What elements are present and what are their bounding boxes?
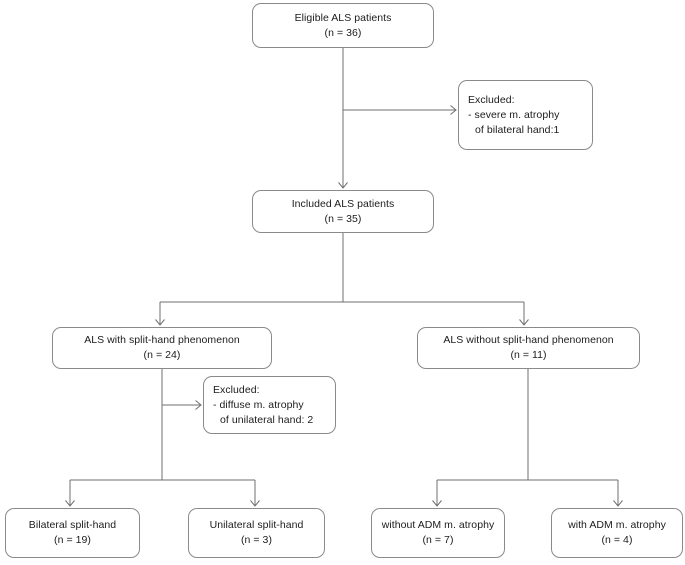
eligible-als-patients-box-line-1: (n = 36) — [324, 26, 362, 39]
als-without-split-hand-box-line-1: (n = 11) — [510, 349, 547, 361]
bilateral-split-hand-box-line-0: Bilateral split-hand — [28, 519, 117, 531]
edge-eligible-to-included-arrowhead-icon — [338, 182, 348, 189]
als-without-split-hand-box[interactable]: ALS without split-hand phenomenon (n = 11… — [417, 327, 640, 369]
eligible-als-patients-box[interactable]: Eligible ALS patients (n = 36) — [252, 3, 434, 48]
edge-to-without-split-hand — [519, 302, 529, 326]
edge-to-with-split-hand-arrowhead-icon — [155, 319, 165, 326]
als-with-split-hand-box-line-0: ALS with split-hand phenomenon — [84, 334, 240, 346]
edge-to-bilateral-split-hand — [65, 480, 75, 507]
excluded-severe-atrophy-box[interactable]: Excluded: - severe m. atrophy of bilateral… — [458, 80, 593, 150]
included-als-patients-box[interactable]: Included ALS patients (n = 35) — [252, 190, 434, 233]
excluded-severe-atrophy-box-line-0: Excluded: — [468, 93, 515, 106]
excluded-severe-atrophy-box-line-1: - severe m. atrophy — [468, 108, 560, 121]
edge-to-with-adm-atrophy — [613, 480, 623, 507]
with-adm-atrophy-box-line-1: (n = 4) — [601, 534, 633, 546]
excluded-diffuse-atrophy-box-line-2: of unilateral hand: 2 — [220, 413, 314, 426]
edge-with-split-to-excluded-2-arrowhead-icon — [195, 400, 202, 410]
excluded-diffuse-atrophy-box-line-0: Excluded: — [213, 383, 260, 396]
included-als-patients-box-line-0: Included ALS patients — [291, 197, 395, 210]
bilateral-split-hand-box[interactable]: Bilateral split-hand (n = 19) — [5, 508, 140, 558]
with-adm-atrophy-box[interactable]: with ADM m. atrophy (n = 4) — [551, 508, 683, 558]
als-with-split-hand-box-line-1: (n = 24) — [143, 349, 181, 361]
without-adm-atrophy-box-line-1: (n = 7) — [422, 534, 454, 546]
edge-eligible-to-excluded-1 — [343, 105, 457, 115]
edge-to-unilateral-split-hand — [250, 480, 260, 507]
with-adm-atrophy-box-line-0: with ADM m. atrophy — [568, 519, 666, 531]
unilateral-split-hand-box[interactable]: Unilateral split-hand (n = 3) — [188, 508, 325, 558]
eligible-als-patients-box-line-0: Eligible ALS patients — [294, 11, 392, 24]
included-als-patients-box-line-1: (n = 35) — [324, 212, 362, 225]
edge-to-without-adm-atrophy-arrowhead-icon — [432, 500, 442, 507]
excluded-diffuse-atrophy-box-line-1: - diffuse m. atrophy — [213, 398, 304, 411]
als-without-split-hand-box-line-0: ALS without split-hand phenomenon — [443, 334, 614, 346]
als-with-split-hand-box[interactable]: ALS with split-hand phenomenon (n = 24) — [52, 327, 272, 369]
edge-to-without-adm-atrophy — [432, 480, 442, 507]
bilateral-split-hand-box-line-1: (n = 19) — [54, 534, 91, 546]
edge-with-split-to-excluded-2 — [162, 400, 202, 410]
edge-to-unilateral-split-hand-arrowhead-icon — [250, 500, 260, 507]
edge-to-without-split-hand-arrowhead-icon — [519, 319, 529, 326]
edge-eligible-to-included — [338, 48, 348, 189]
edge-to-with-split-hand — [155, 302, 165, 326]
excluded-diffuse-atrophy-box[interactable]: Excluded: - diffuse m. atrophy of unilater… — [203, 376, 336, 434]
without-adm-atrophy-box[interactable]: without ADM m. atrophy (n = 7) — [371, 508, 505, 558]
unilateral-split-hand-box-line-1: (n = 3) — [241, 534, 272, 546]
edge-eligible-to-excluded-1-arrowhead-icon — [450, 105, 457, 115]
edge-to-with-adm-atrophy-arrowhead-icon — [613, 500, 623, 507]
unilateral-split-hand-box-line-0: Unilateral split-hand — [209, 519, 304, 531]
edge-to-bilateral-split-hand-arrowhead-icon — [65, 500, 75, 507]
excluded-severe-atrophy-box-line-2: of bilateral hand:1 — [475, 123, 560, 136]
without-adm-atrophy-box-line-0: without ADM m. atrophy — [381, 519, 495, 531]
